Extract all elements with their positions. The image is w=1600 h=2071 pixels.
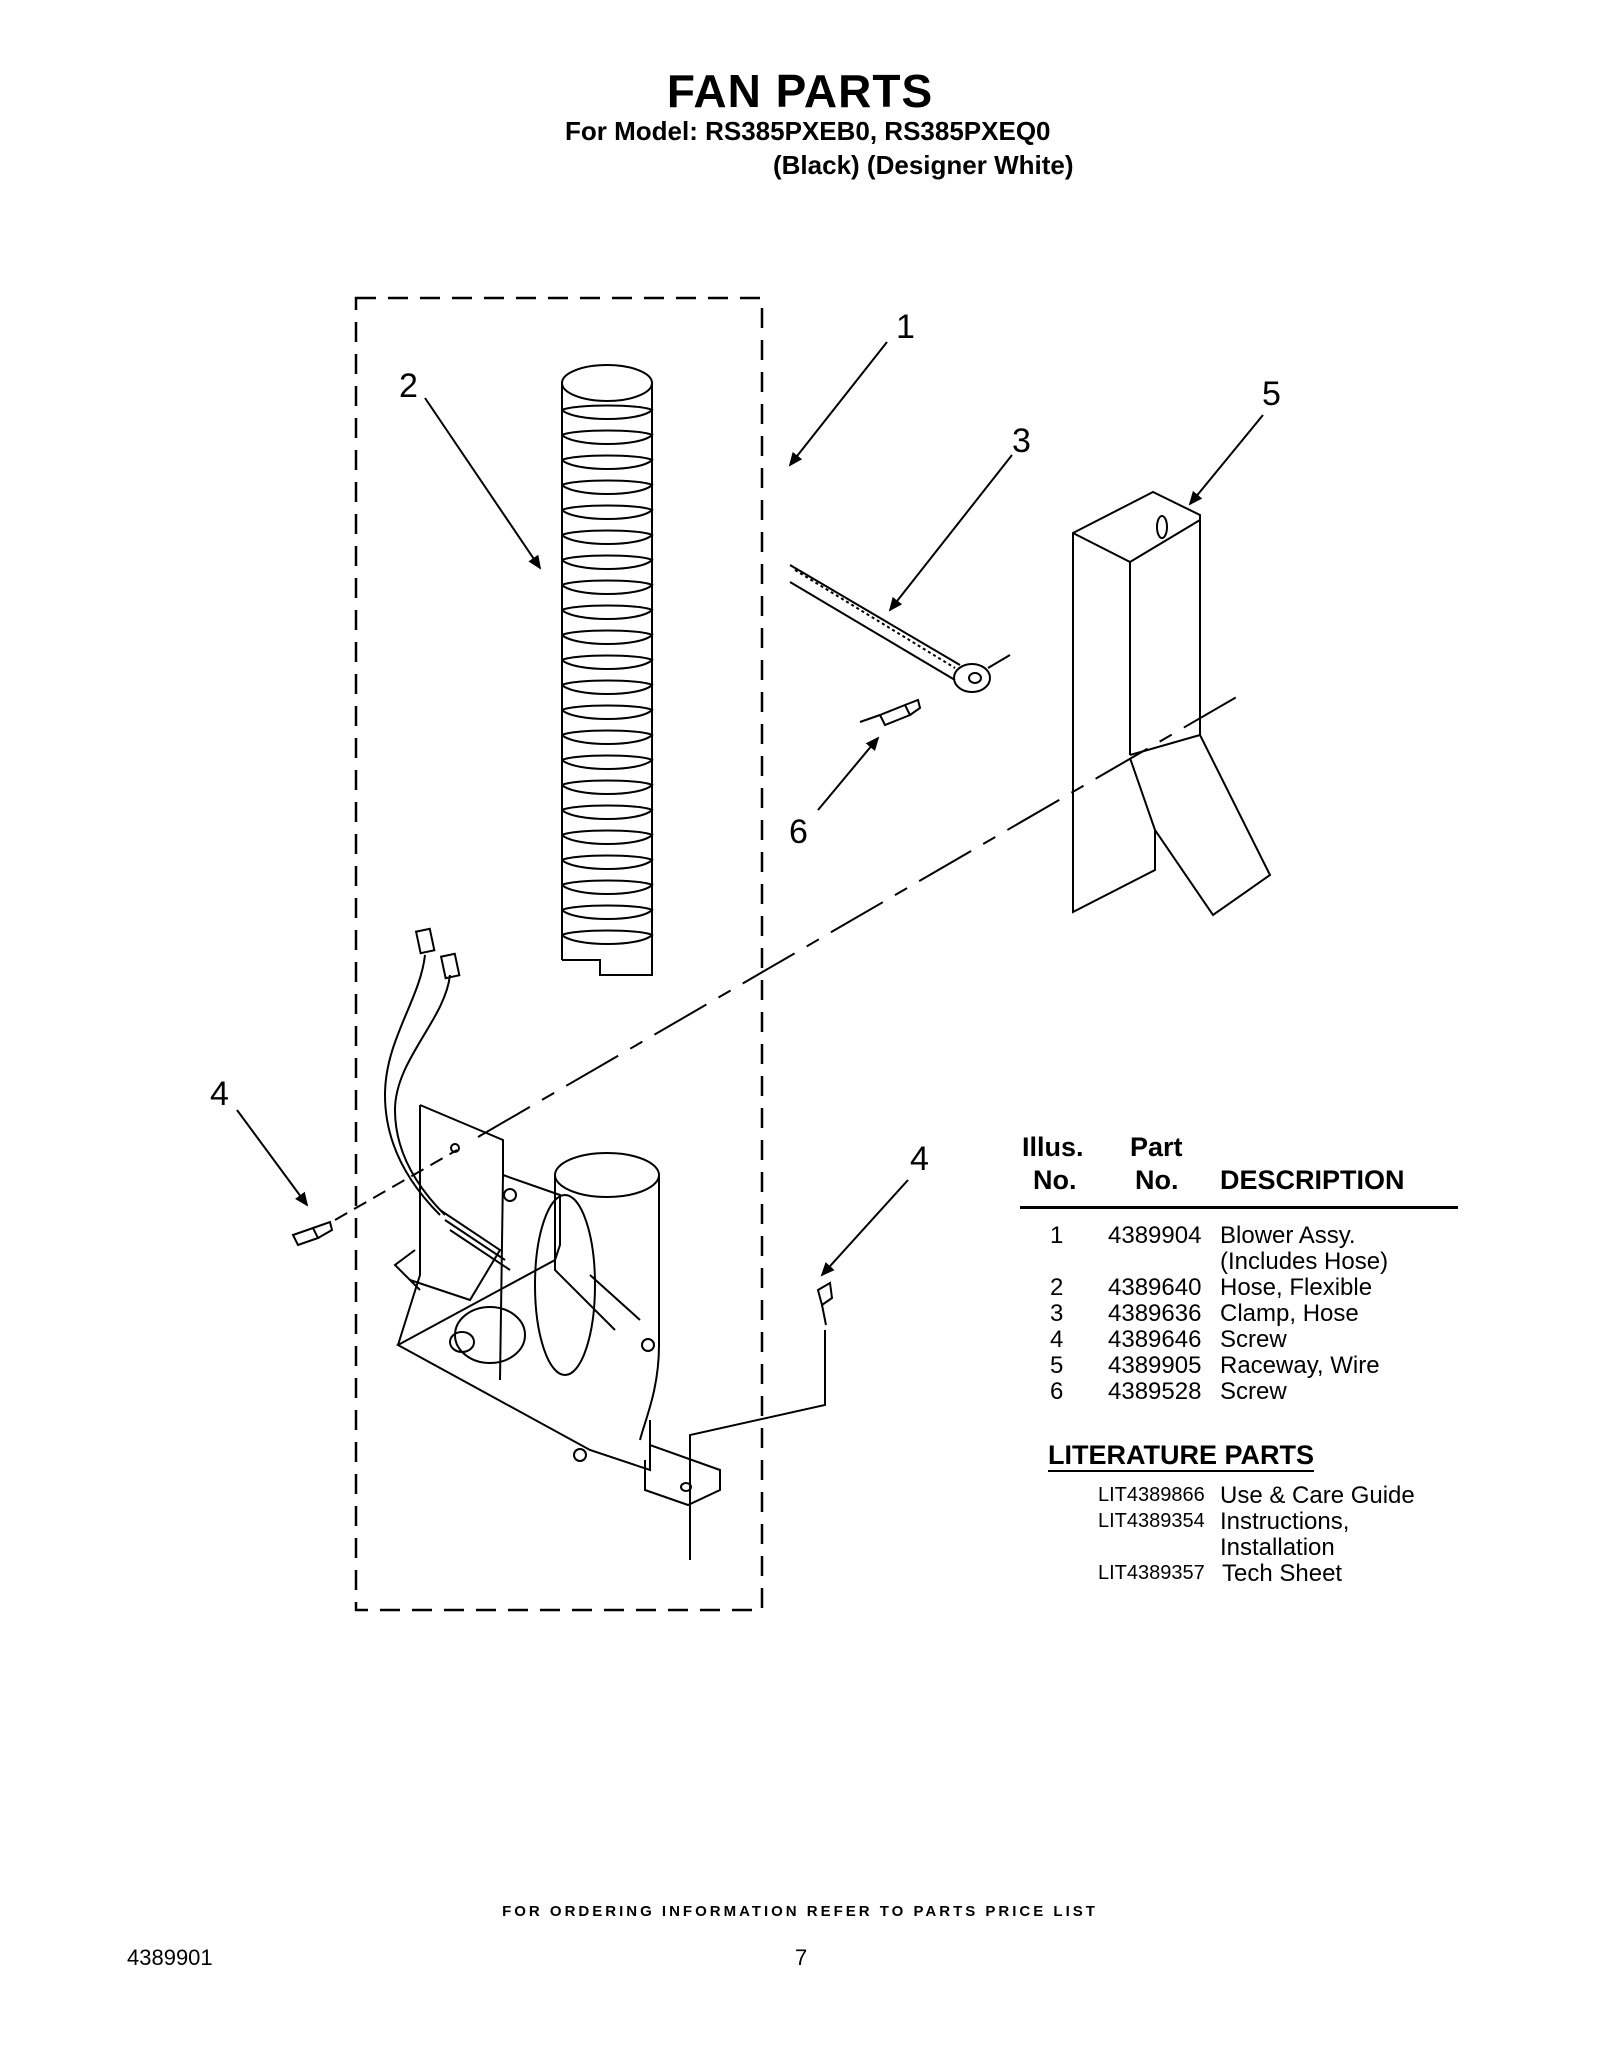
page-number: 7 [795,1945,808,1970]
lit-3-part: LIT4389357 [1098,1562,1205,1584]
lit-1-desc: Use & Care Guide [1220,1482,1415,1509]
callout-4-right: 4 [910,1140,929,1178]
row-5-part: 4389905 [1108,1352,1202,1379]
callout-1: 1 [896,308,915,346]
col-illus-header-1: Illus. [1022,1132,1084,1162]
hose-coil [561,679,654,695]
hose-coil [561,504,654,520]
row-6-illus: 6 [1050,1378,1064,1405]
screw-4-left [291,1149,458,1247]
callout-2: 2 [399,367,418,405]
hose-coil [561,904,654,920]
callout-4-left: 4 [210,1075,229,1113]
hose-coil [561,454,654,470]
row-6-desc: Screw [1220,1378,1287,1405]
row-6-part: 4389528 [1108,1378,1202,1405]
row-4-desc: Screw [1220,1326,1287,1353]
hose-coil [561,729,654,745]
row-3-desc: Clamp, Hose [1220,1300,1359,1327]
hose-coil [561,479,654,495]
callout-3: 3 [1012,422,1031,460]
hose-coil [561,879,654,895]
col-part-header-1: Part [1130,1132,1183,1162]
hose-coil [561,629,654,645]
hose-coil [561,604,654,620]
hose-coil [561,854,654,870]
row-5-desc: Raceway, Wire [1220,1352,1380,1379]
screw-4-right [689,1281,834,1560]
document-number: 4389901 [127,1945,213,1970]
table-rule [1020,1206,1458,1209]
col-description-header: DESCRIPTION [1220,1165,1405,1195]
lit-1-part: LIT4389866 [1098,1484,1205,1506]
hose-coil [561,529,654,545]
hose-coil [561,704,654,720]
model-line: For Model: RS385PXEB0, RS385PXEQ0 [565,116,1051,146]
row-1-desc: Blower Assy. [1220,1222,1356,1249]
row-2-part: 4389640 [1108,1274,1202,1301]
literature-parts-title: LITERATURE PARTS [1048,1440,1314,1470]
col-part-header-2: No. [1135,1165,1179,1195]
callout-6: 6 [789,813,808,851]
callout-5: 5 [1262,375,1281,413]
col-illus-header-2: No. [1033,1165,1077,1195]
wire-raceway [1072,490,1272,917]
row-3-part: 4389636 [1108,1300,1202,1327]
hose-coil [561,754,654,770]
flexible-hose [561,364,654,976]
ordering-note: FOR ORDERING INFORMATION REFER TO PARTS … [502,1903,1098,1920]
row-5-illus: 5 [1050,1352,1064,1379]
lit-2-desc: Instructions, [1220,1508,1350,1535]
lit-2-desc-2: Installation [1220,1534,1335,1561]
lit-2-part: LIT4389354 [1098,1510,1205,1532]
row-1-part: 4389904 [1108,1222,1202,1249]
hose-coil [561,779,654,795]
hose-coil [561,404,654,420]
color-line: (Black) (Designer White) [773,150,1074,180]
leader-lines [236,341,1264,1277]
hose-clamp [789,564,1011,693]
hose-coil [561,579,654,595]
hose-coil [561,929,654,945]
screw-6 [859,698,922,727]
hose-coil [561,554,654,570]
row-1-illus: 1 [1050,1222,1064,1249]
hose-coil [561,804,654,820]
page-title: FAN PARTS [666,65,934,117]
blower-housing [393,1104,721,1507]
row-4-illus: 4 [1050,1326,1064,1353]
lit-3-desc: Tech Sheet [1222,1560,1343,1587]
row-2-illus: 2 [1050,1274,1064,1301]
row-1-desc-2: (Includes Hose) [1220,1248,1389,1275]
row-2-desc: Hose, Flexible [1220,1274,1373,1301]
row-4-part: 4389646 [1108,1326,1202,1353]
hose-coil [561,829,654,845]
hose-coil [561,429,654,445]
wire-harness [383,927,461,1216]
row-3-illus: 3 [1050,1300,1064,1327]
hose-coil [561,654,654,670]
blower-assembly-boundary [354,296,764,1612]
